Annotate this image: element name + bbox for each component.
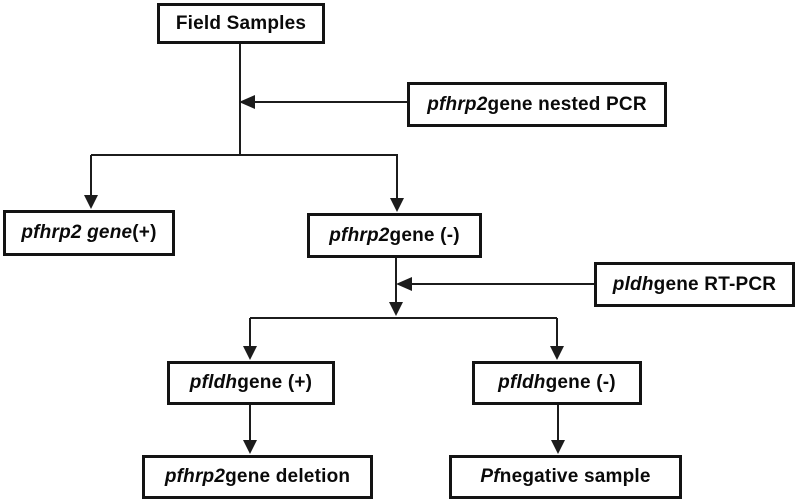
node-label: Field Samples xyxy=(175,12,307,34)
edge-field-samples-to-split xyxy=(91,44,398,156)
edge-split-to-hrp2-pos xyxy=(84,155,98,209)
node-pfhrp2-nested-pcr: pfhrp2 gene nested PCR xyxy=(407,82,667,127)
down-arrowhead-icon xyxy=(550,346,564,360)
node-label: negative sample xyxy=(499,466,651,487)
edge-rtpcr-arrow xyxy=(396,277,594,291)
node-label-italic: pldh xyxy=(612,273,654,295)
node-pfhrp2-gene-negative: pfhrp2 gene (-) xyxy=(307,213,482,258)
node-label-italic: pfhrp2 xyxy=(427,93,488,115)
node-pfldh-gene-positive: pfldh gene (+) xyxy=(167,361,335,405)
node-label-italic: pfhrp2 xyxy=(329,224,390,246)
node-label: gene (-) xyxy=(389,224,460,246)
edge-split-to-ldh-neg xyxy=(550,318,564,360)
left-arrowhead-icon xyxy=(396,277,412,291)
edge-ldh-neg-to-negative xyxy=(551,405,565,454)
node-label-italic: pfldh xyxy=(498,372,546,393)
node-label-italic: pfldh xyxy=(189,372,238,393)
down-arrowhead-icon xyxy=(243,440,257,454)
node-label-italic: pfhrp2 gene xyxy=(21,222,133,243)
left-arrowhead-icon xyxy=(239,95,255,109)
down-arrowhead-icon xyxy=(390,198,404,212)
edge-ldh-pos-to-deletion xyxy=(243,405,257,454)
edge-split-to-ldh-pos xyxy=(243,318,257,360)
node-label: gene (+) xyxy=(237,372,313,393)
down-arrowhead-icon xyxy=(551,440,565,454)
node-pf-negative-sample: Pf negative sample xyxy=(449,455,682,499)
down-arrowhead-icon xyxy=(389,302,403,316)
node-label-italic: Pf xyxy=(480,466,500,487)
node-label: (+) xyxy=(132,222,157,243)
node-pfhrp2-gene-deletion: pfhrp2 gene deletion xyxy=(142,455,373,499)
down-arrowhead-icon xyxy=(243,346,257,360)
node-pldh-rt-pcr: pldh gene RT-PCR xyxy=(594,262,795,307)
edge-nested-pcr-arrow xyxy=(239,95,407,109)
node-label: gene nested PCR xyxy=(487,93,647,115)
node-label: gene (-) xyxy=(545,372,616,393)
node-label-italic: pfhrp2 xyxy=(164,466,226,487)
node-pfldh-gene-negative: pfldh gene (-) xyxy=(472,361,642,405)
node-pfhrp2-gene-positive: pfhrp2 gene (+) xyxy=(3,210,175,256)
edge-split-to-hrp2-neg xyxy=(390,155,404,212)
node-label: gene RT-PCR xyxy=(653,273,777,295)
edge-hrp2-neg-to-split xyxy=(250,258,557,319)
down-arrowhead-icon xyxy=(84,195,98,209)
node-label: gene deletion xyxy=(225,466,351,487)
node-field-samples: Field Samples xyxy=(157,3,325,44)
